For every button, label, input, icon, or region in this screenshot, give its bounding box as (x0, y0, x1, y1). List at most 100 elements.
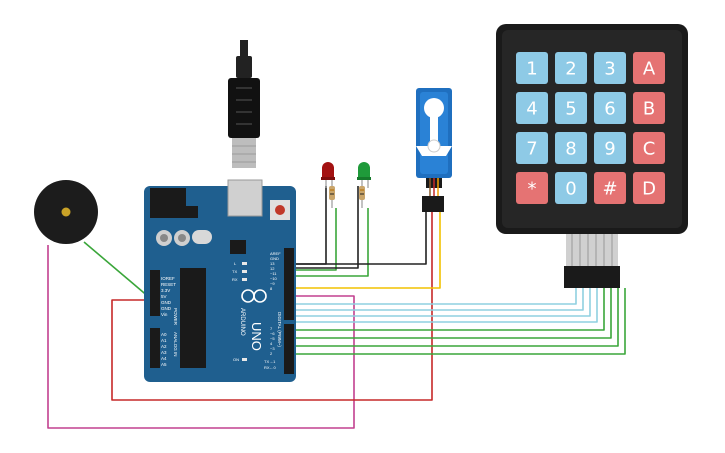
label-a5: A5 (161, 362, 167, 367)
arduino-board: ARDUINO UNO IOREF RESET 3.3V 5V GND GND … (144, 179, 296, 382)
label-a4: A4 (161, 356, 167, 361)
label-a2: A2 (161, 344, 167, 349)
servo-wire-yellow (292, 212, 441, 289)
keypad-key (633, 92, 665, 124)
analog-header (150, 328, 160, 368)
label-analog-in: ANALOG IN (173, 332, 178, 357)
label-d12: 12 (270, 266, 275, 271)
keypad-key (594, 52, 626, 84)
label-reset: RESET (161, 282, 176, 287)
label-d8: 8 (270, 286, 273, 291)
label-led-tx: TX (232, 269, 237, 274)
keypad-wire-3 (292, 288, 591, 317)
keypad-key-label: 5 (565, 99, 576, 120)
label-ioref: IOREF (161, 276, 175, 281)
label-vin: Vin (161, 312, 168, 317)
keypad-key (594, 172, 626, 204)
keypad-key-label: # (602, 179, 617, 200)
keypad-key-label: A (643, 59, 656, 80)
label-a0: A0 (161, 332, 167, 337)
board-logo-text: ARDUINO (239, 308, 245, 336)
keypad-wire-2 (292, 288, 584, 311)
servo-wire-black (292, 212, 427, 265)
keypad-key (516, 172, 548, 204)
keypad-key-label: 9 (604, 139, 615, 160)
keypad-key-label: B (643, 99, 655, 120)
keypad-key-label: 4 (526, 99, 537, 120)
label-gnd-d: GND (270, 256, 279, 261)
keypad-key (555, 172, 587, 204)
keypad-key (594, 132, 626, 164)
led-green-wire (292, 186, 359, 269)
digital-header-high (284, 248, 294, 320)
keypad-wire-7 (292, 288, 619, 347)
label-aref: AREF (270, 251, 281, 256)
keypad-connector (564, 266, 620, 288)
servo-connector (422, 196, 444, 212)
keypad-wire-5 (292, 288, 605, 331)
label-gnd-1: GND (161, 300, 172, 305)
atmega-chip (180, 268, 206, 368)
keypad-key-label: 6 (604, 99, 615, 120)
keypad-key (555, 52, 587, 84)
keypad-ribbon (566, 234, 618, 266)
red-led (321, 162, 335, 208)
keypad-key (633, 52, 665, 84)
keypad-key (594, 92, 626, 124)
label-a3: A3 (161, 350, 167, 355)
led-red-wire-2 (292, 208, 337, 271)
label-d11: ~11 (270, 271, 277, 276)
label-rx: RX←0 (264, 365, 277, 370)
keypad-key (516, 92, 548, 124)
servo-motor-icon (416, 88, 452, 212)
keypad-key-label: 0 (565, 179, 576, 200)
keypad-key (555, 132, 587, 164)
keypad-key-label: D (642, 179, 656, 200)
label-power: POWER (173, 308, 178, 326)
keypad-key-label: 7 (526, 139, 537, 160)
power-jack (150, 188, 186, 218)
power-header (150, 270, 160, 316)
label-digital: DIGITAL (PWM~) (277, 312, 282, 347)
keypad-key-label: 3 (604, 59, 615, 80)
label-d13: 13 (270, 261, 275, 266)
keypad-wire-1 (292, 288, 577, 305)
keypad-key (633, 172, 665, 204)
usb-socket (227, 179, 263, 217)
label-tx: TX→1 (264, 359, 276, 364)
label-led-rx: RX (232, 277, 238, 282)
wires (47, 186, 626, 429)
label-3v3: 3.3V (161, 288, 170, 293)
keypad-wire-8 (292, 288, 626, 355)
keypad-wire-4 (292, 288, 598, 323)
keypad-key (516, 132, 548, 164)
keypad-key (633, 132, 665, 164)
label-5v: 5V (161, 294, 167, 299)
label-led-l: L (234, 261, 237, 266)
green-led (357, 162, 371, 208)
label-d6: ~6 (270, 331, 275, 336)
piezo-buzzer-icon (34, 180, 98, 244)
green-led-resistor (359, 186, 365, 200)
led-red-wire (292, 186, 327, 265)
arduino-logo-icon (241, 289, 267, 303)
keypad-key (516, 52, 548, 84)
label-d4: 4 (270, 341, 273, 346)
label-on: ON (233, 357, 239, 362)
keypad-key (555, 92, 587, 124)
usb-plug-icon (228, 40, 260, 168)
keypad-key-label: * (528, 179, 537, 200)
keypad-key-label: 8 (565, 139, 576, 160)
buzzer-wire-green (83, 241, 151, 299)
keypad-key-label: 2 (565, 59, 576, 80)
label-d3: ~3 (270, 346, 275, 351)
label-d7: 7 (270, 326, 273, 331)
keypad-key-label: C (643, 139, 656, 160)
label-d5: ~5 (270, 336, 275, 341)
label-gnd-2: GND (161, 306, 172, 311)
label-a1: A1 (161, 338, 167, 343)
buzzer-wire-magenta (47, 245, 355, 429)
digital-header-low (284, 324, 294, 374)
